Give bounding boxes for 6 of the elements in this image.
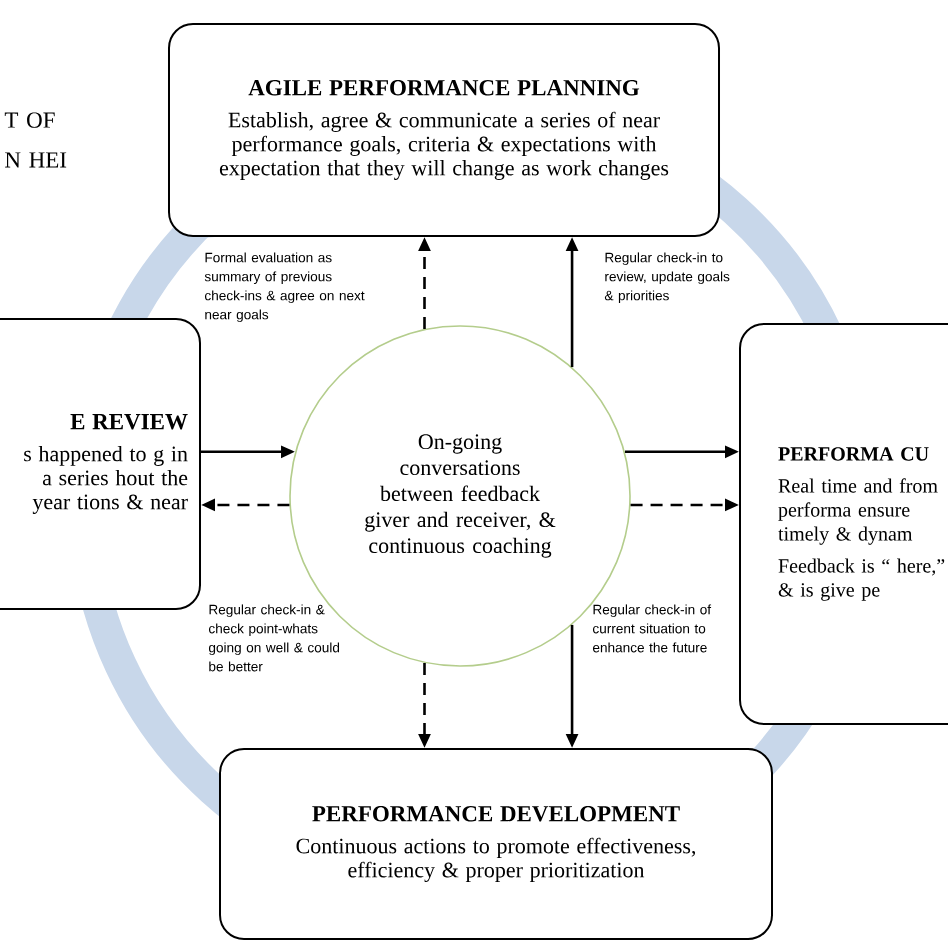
process-box: PERFORMANCE DEVELOPMENT Continuous actions to promote effectiveness, efficiency & proper prioritization (219, 748, 773, 940)
title-text: T OF (4, 112, 55, 128)
process-box: AGILE PERFORMANCE PLANNING Establish, agree & communicate a series of near performance goals, criteria & expectations with expectation that they will change as work changes (168, 23, 720, 237)
process-box: PERFORMA CU Real time and from performa ensure timely & dynam Feedback is “ here,” & is give pe (739, 323, 948, 725)
process-box: E REVIEW s happened to g in a series hout the year tions & near (0, 318, 201, 610)
title-text: N HEI (5, 152, 67, 168)
